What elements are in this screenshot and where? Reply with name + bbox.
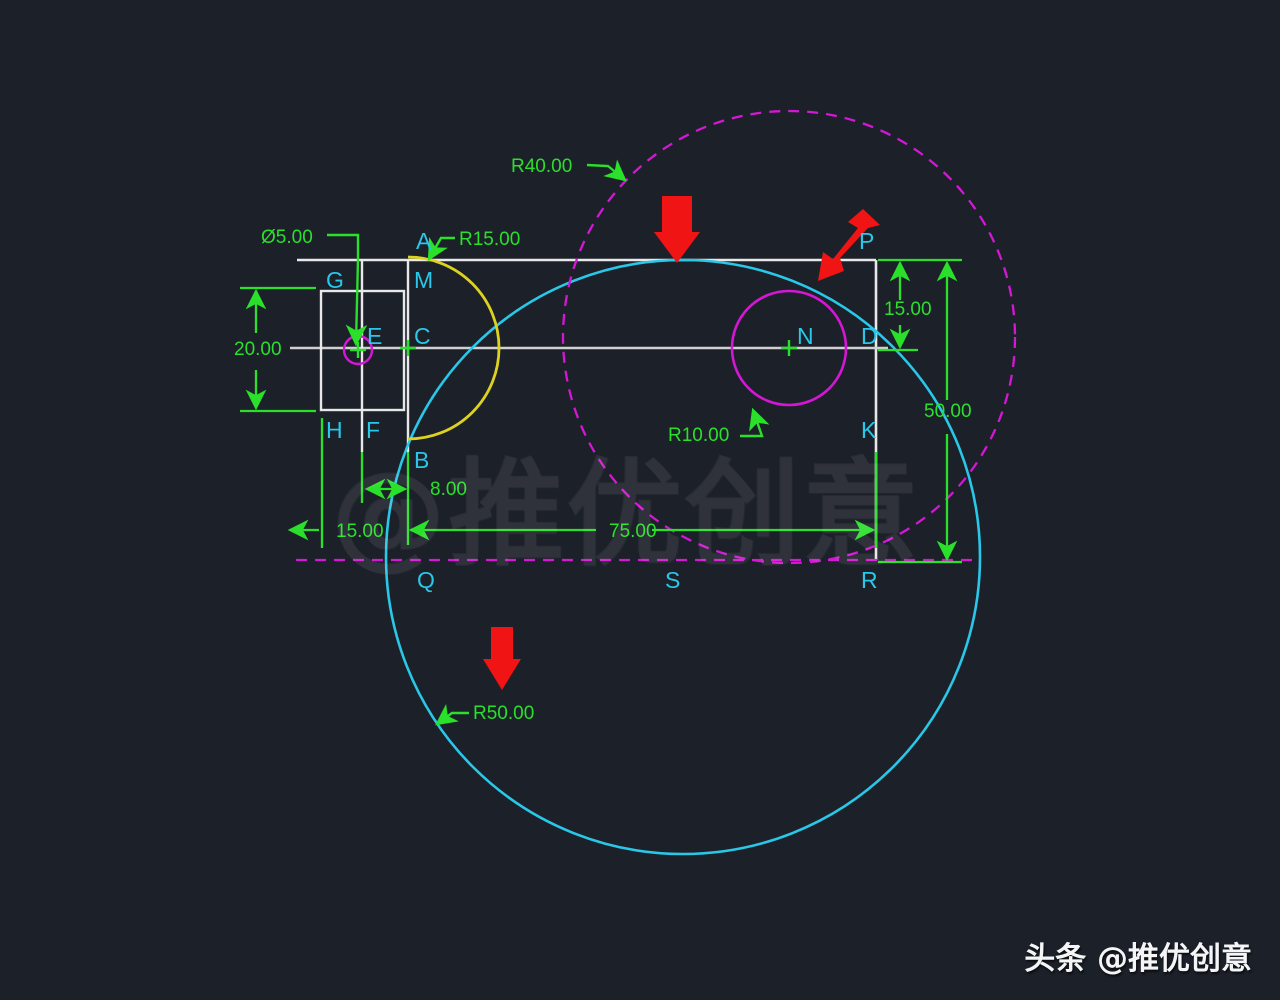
dim-vertical-50: [878, 260, 962, 564]
dim-horizontal-8: [360, 452, 410, 545]
corner-watermark: 头条 @推优创意: [1024, 941, 1252, 977]
dim-label-15-horizontal: 15.00: [336, 521, 384, 542]
dim-vertical-20: [240, 286, 316, 413]
point-label-F: F: [366, 417, 380, 443]
dim-vertical-15: [878, 258, 962, 352]
point-label-C: C: [414, 323, 431, 349]
dim-horizontal-75: [408, 452, 878, 548]
point-label-K: K: [861, 417, 877, 443]
dim-label-75: 75.00: [609, 521, 657, 542]
point-label-H: H: [326, 417, 343, 443]
point-label-R: R: [861, 567, 878, 593]
point-label-S: S: [665, 567, 680, 593]
circle-r50: [384, 258, 982, 856]
dim-label-50-vertical: 50.00: [924, 401, 972, 422]
dim-leader-r40: [586, 159, 627, 182]
point-label-N: N: [797, 323, 814, 349]
dim-label-r40: R40.00: [511, 156, 572, 177]
dim-leader-diameter-5: [327, 233, 368, 347]
dim-label-15-vertical: 15.00: [884, 299, 932, 320]
dim-label-r10: R10.00: [668, 425, 729, 446]
dim-label-r50: R50.00: [473, 703, 534, 724]
dim-label-d5: Ø5.00: [261, 227, 313, 248]
dim-horizontal-15: [287, 418, 324, 548]
circle-r10-at-N: [730, 289, 848, 407]
red-arrow-top: [654, 196, 700, 263]
dim-leader-r10: [740, 407, 770, 438]
point-label-B: B: [414, 447, 429, 473]
circle-r40-construction: [561, 109, 1017, 565]
red-arrow-bottom: [483, 627, 521, 690]
point-label-M: M: [414, 267, 433, 293]
point-label-A: A: [416, 228, 432, 254]
point-label-P: P: [859, 228, 874, 254]
arc-r15-M-to-B: [407, 255, 501, 441]
dim-label-20: 20.00: [234, 339, 282, 360]
point-label-Q: Q: [417, 567, 435, 593]
red-arrow-right: [818, 209, 880, 281]
dim-label-8: 8.00: [430, 479, 467, 500]
center-marks: [350, 340, 797, 358]
point-label-D: D: [861, 323, 878, 349]
dim-leader-r50: [435, 703, 469, 726]
dim-leader-r15: [427, 236, 455, 262]
point-label-G: G: [326, 267, 344, 293]
dim-label-r15: R15.00: [459, 229, 520, 250]
point-label-E: E: [367, 323, 382, 349]
